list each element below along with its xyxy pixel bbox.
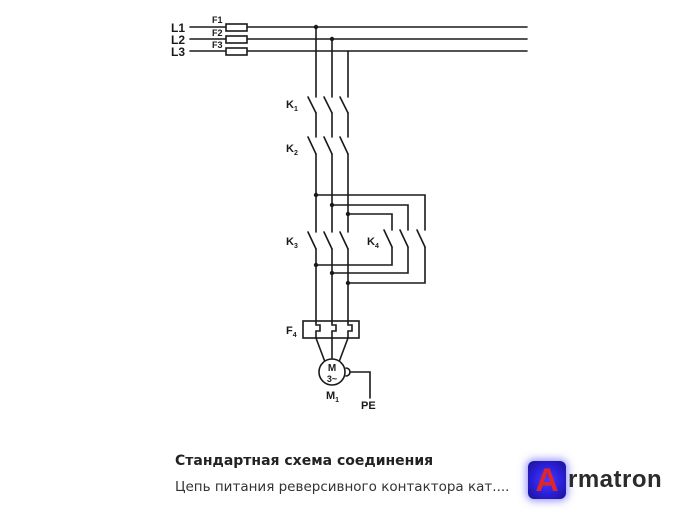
- logo-text: rmatron: [568, 466, 663, 493]
- caption-subtitle: Цепь питания реверсивного контактора кат…: [175, 479, 510, 495]
- contactor-label-k3: K3: [286, 236, 298, 250]
- thermal-relay-f4: [302, 320, 360, 339]
- motor-m1: [318, 358, 346, 386]
- phase-label-l3: L3: [171, 45, 185, 59]
- caption-title: Стандартная схема соединения: [175, 453, 434, 469]
- earth-label-pe: PE: [361, 400, 376, 412]
- logo-mark: A: [528, 461, 566, 499]
- fuse-label-f2: F2: [212, 28, 223, 38]
- motor-symbol: M: [328, 363, 336, 374]
- fuse-f1: [225, 23, 248, 32]
- contactor-label-k4: K4: [367, 236, 379, 250]
- fuse-label-f1: F1: [212, 15, 223, 25]
- contactor-k4: [383, 229, 426, 248]
- contactor-k2: [307, 136, 349, 155]
- contactor-k1: [307, 96, 349, 114]
- motor-phase: 3~: [327, 374, 337, 384]
- armatron-logo: A rmatron: [528, 459, 662, 501]
- wiring-diagram: L1 L2 L3 F1 F2 F3 K1 K2 K3 K4 F4 M 3~ M1…: [171, 15, 528, 412]
- fuse-label-f3: F3: [212, 40, 223, 50]
- contactor-label-k1: K1: [286, 99, 298, 113]
- contactor-k3: [307, 231, 349, 250]
- contactor-label-k2: K2: [286, 143, 298, 157]
- fuse-f2: [225, 35, 248, 44]
- phase-label-l2: L2: [171, 33, 185, 47]
- motor-label-m1: M1: [326, 390, 339, 404]
- fuse-f3: [225, 47, 248, 56]
- phase-label-l1: L1: [171, 21, 185, 35]
- relay-label-f4: F4: [286, 325, 297, 339]
